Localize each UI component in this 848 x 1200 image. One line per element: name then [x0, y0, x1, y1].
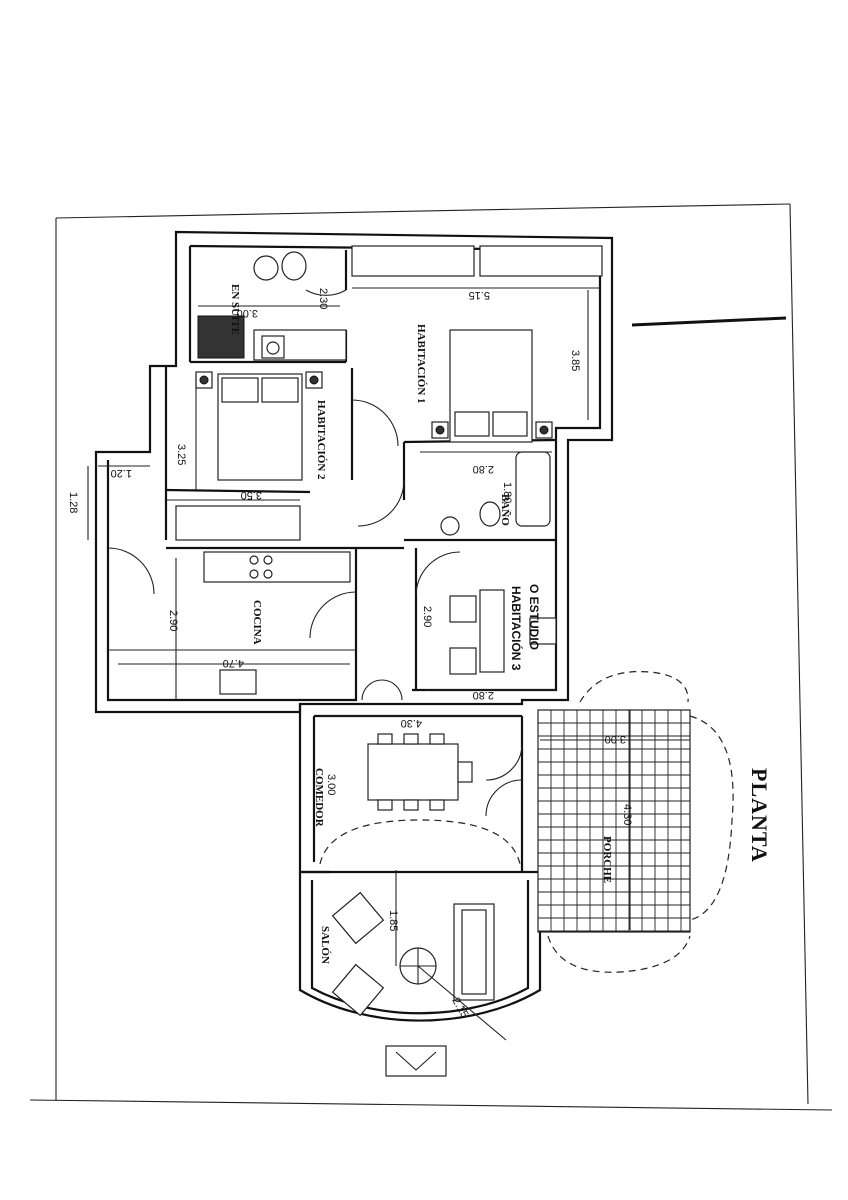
- room-label-habitacion-3: HABITACIÓN 3: [509, 586, 524, 671]
- wardrobes: [175, 245, 603, 541]
- bed-habitacion-1: [431, 329, 553, 443]
- plan-title: PLANTA: [747, 768, 772, 863]
- dim-hab3-width: 2.80: [473, 689, 494, 701]
- room-label-habitacion-2: HABITACIÓN 2: [315, 400, 327, 480]
- doors: [107, 289, 523, 817]
- dimension-lines: [87, 287, 690, 930]
- bano-fixtures: [440, 451, 551, 536]
- room-label-comedor: COMEDOR: [313, 768, 325, 828]
- room-label-cocina: COCINA: [251, 600, 263, 645]
- dim-porche-depth: 4.30: [621, 804, 633, 825]
- room-label-bano: BAÑO: [499, 494, 511, 526]
- dim-salon-r1: 1.85: [387, 910, 399, 931]
- room-label-en-suite: EN SUITE: [229, 284, 241, 335]
- sheet-frame: [29, 203, 833, 1111]
- dim-suite-width: 3.00: [237, 307, 258, 319]
- dim-hab2-width: 3.50: [241, 489, 262, 501]
- dining-table: [367, 733, 473, 811]
- dim-porche-width: 3.00: [605, 733, 626, 745]
- dim-bano-depth: 1.80: [501, 482, 513, 503]
- dim-cocina-width: 4.70: [223, 657, 244, 669]
- porch-deck: [537, 670, 734, 973]
- dim-hab2-depth: 3.25: [175, 444, 187, 465]
- salon-furniture: [331, 870, 507, 1077]
- room-label-habitacion-1: HABITACIÓN 1: [415, 324, 427, 404]
- dim-hab1-width: 5.15: [469, 289, 490, 301]
- dim-cocina-depth: 2.90: [167, 610, 179, 631]
- en-suite-fixtures: [197, 251, 307, 359]
- dim-comedor-width: 4.30: [401, 717, 422, 729]
- dim-comedor-depth: 3.00: [325, 774, 337, 795]
- dim-hab1-depth: 3.85: [569, 350, 581, 371]
- dim-bano-width: 2.80: [473, 463, 494, 475]
- kitchen-fixtures: [203, 551, 351, 695]
- dim-hab3-depth: 2.90: [421, 606, 433, 627]
- estudio-furniture: [449, 589, 557, 675]
- dim-suite-depth: 2.30: [317, 288, 329, 309]
- bed-habitacion-2: [195, 371, 323, 481]
- dim-entry-width: 1.20: [111, 467, 132, 479]
- room-label-salon: SALÓN: [319, 926, 331, 964]
- room-label-estudio: O ESTUDIO: [527, 584, 541, 650]
- room-label-porche: PORCHE: [601, 836, 613, 883]
- dim-entry-depth: 1.28: [67, 492, 79, 513]
